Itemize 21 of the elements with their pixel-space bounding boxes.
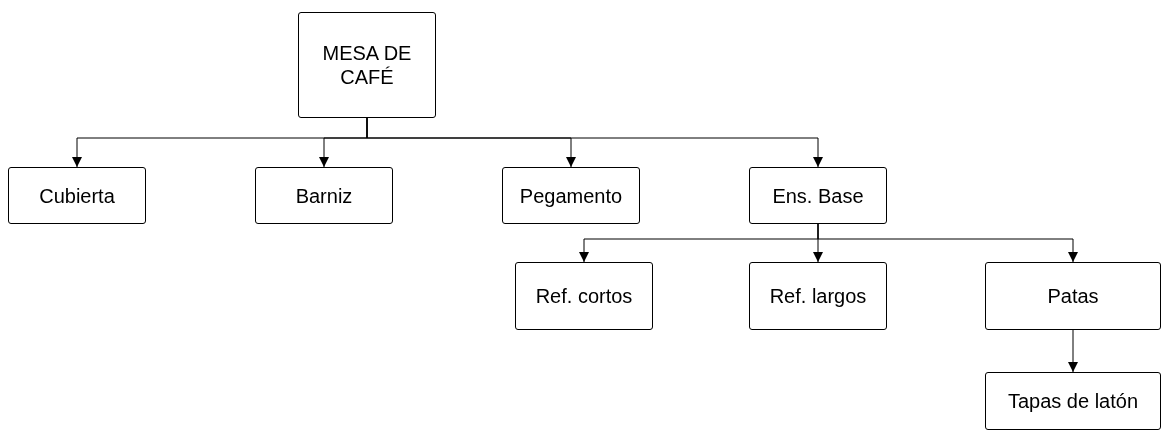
connector-arrow [366, 117, 823, 168]
connector-arrow [1068, 329, 1078, 373]
box-label: Patas [1047, 284, 1099, 308]
process-box [749, 262, 887, 330]
process-box [985, 372, 1161, 430]
process-box [502, 167, 640, 224]
process-box [298, 12, 436, 118]
box-label: Cubierta [39, 183, 115, 208]
process-box [985, 262, 1161, 330]
process-box [255, 167, 393, 224]
box-label: Pegamento [519, 183, 623, 208]
box-label: Tapas de latón [1007, 389, 1139, 413]
box-label: Ens. Base [772, 183, 864, 208]
box-label: Barniz [295, 183, 353, 208]
process-box [515, 262, 653, 330]
box-label: Ref. cortos [535, 284, 633, 308]
process-box [8, 167, 146, 224]
box-label: MESA DE CAFÉ [321, 41, 413, 89]
box-label: Ref. largos [769, 284, 867, 308]
process-box [749, 167, 887, 224]
connector-arrow [817, 223, 1078, 263]
